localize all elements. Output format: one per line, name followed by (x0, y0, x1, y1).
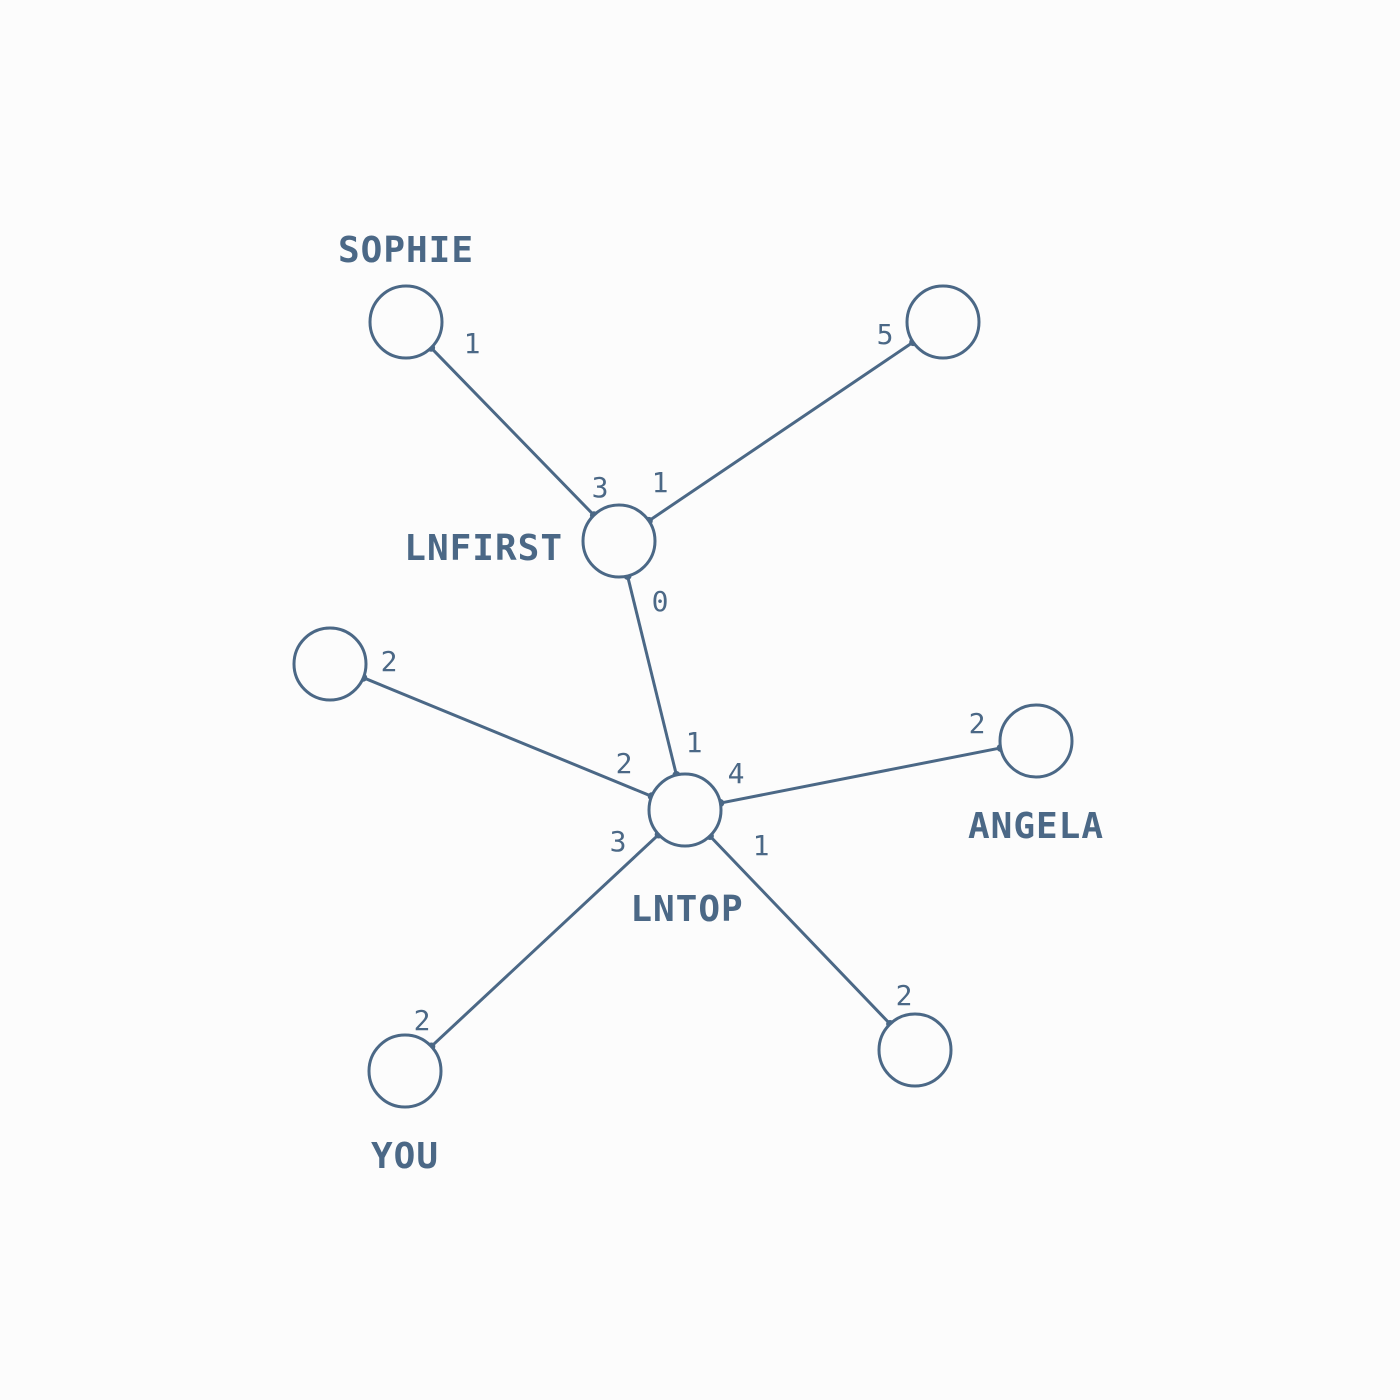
port-label: 5 (877, 318, 894, 351)
node-bottom-right[interactable] (877, 1012, 953, 1088)
port-label: 1 (753, 829, 770, 862)
port-label: 0 (652, 585, 669, 618)
port-label: 2 (969, 707, 986, 740)
node-label-angela: ANGELA (968, 806, 1104, 847)
edge-lnfirst-top-right (647, 340, 915, 523)
node-left[interactable] (292, 626, 368, 702)
edges-layer (362, 340, 1001, 1048)
edge-lntop-you (430, 833, 660, 1048)
node-label-lntop: LNTOP (630, 889, 743, 930)
port-label: 1 (652, 466, 669, 499)
node-label-sophie: SOPHIE (338, 230, 474, 271)
nodes-layer (292, 284, 1074, 1109)
node-lntop[interactable] (647, 772, 723, 848)
node-label-lnfirst: LNFIRST (404, 528, 563, 569)
port-label: 1 (464, 327, 481, 360)
node-label-you: YOU (371, 1136, 439, 1177)
port-label: 3 (592, 471, 609, 504)
node-top-right[interactable] (905, 284, 981, 360)
edge-lntop-bottom-right (708, 834, 892, 1026)
port-label: 2 (616, 747, 633, 780)
port-labels-layer: 3 1 1 5 0 1 2 2 4 2 3 2 1 2 (381, 318, 986, 1037)
port-label: 3 (610, 825, 627, 858)
edge-lnfirst-lntop (626, 575, 678, 776)
port-label: 1 (686, 726, 703, 759)
port-label: 2 (381, 645, 398, 678)
port-label: 2 (896, 979, 913, 1012)
node-angela[interactable] (998, 703, 1074, 779)
node-labels-layer: SOPHIE LNFIRST LNTOP ANGELA YOU (338, 230, 1104, 1177)
port-label: 2 (414, 1004, 431, 1037)
node-sophie[interactable] (368, 284, 444, 360)
node-lnfirst[interactable] (581, 503, 657, 579)
node-you[interactable] (367, 1033, 443, 1109)
edge-lntop-angela (720, 746, 1001, 805)
port-label: 4 (728, 757, 745, 790)
edge-lnfirst-sophie (430, 346, 595, 517)
edge-endpoints-layer (359, 338, 1005, 1051)
edge-lntop-left (362, 676, 653, 798)
